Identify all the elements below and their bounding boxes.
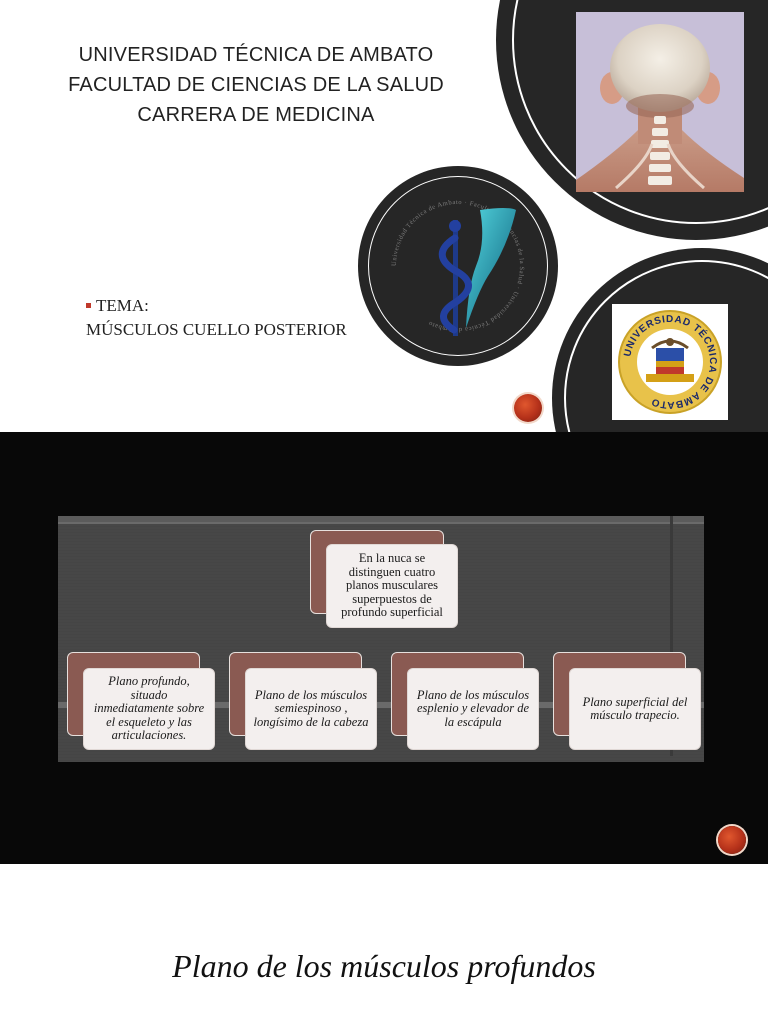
plane-node-4: Plano superficial del músculo trapecio. <box>569 668 701 750</box>
plane-node-text: Plano superficial del músculo trapecio. <box>582 694 688 722</box>
topic-block: TEMA: MÚSCULOS CUELLO POSTERIOR <box>86 294 347 342</box>
university-name: UNIVERSIDAD TÉCNICA DE AMBATO <box>78 44 434 66</box>
plane-node-text: Plano de los músculos esplenio y elevado… <box>416 687 530 729</box>
top-node-text: En la nuca se distinguen cuatro planos m… <box>341 551 443 620</box>
slide-title: Plano de los músculos profundos <box>172 948 596 984</box>
university-seal-circle: UNIVERSIDAD TÉCNICA DE AMBATO <box>552 248 768 432</box>
panel-divider <box>58 522 704 524</box>
slide-navigation-dot[interactable] <box>718 826 746 854</box>
posterior-neck-image <box>576 12 744 192</box>
plane-node-3: Plano de los músculos esplenio y elevado… <box>407 668 539 750</box>
title-slide: UNIVERSIDAD TÉCNICA DE AMBATO FACULTAD D… <box>0 0 768 432</box>
top-node: En la nuca se distinguen cuatro planos m… <box>326 544 458 628</box>
university-seal: UNIVERSIDAD TÉCNICA DE AMBATO <box>612 304 728 420</box>
plane-node-text: Plano profundo, situado inmediatamente s… <box>93 674 205 743</box>
faculty-name: FACULTAD DE CIENCIAS DE LA SALUD <box>68 74 444 96</box>
plane-node-1: Plano profundo, situado inmediatamente s… <box>83 668 215 750</box>
university-seal-icon: UNIVERSIDAD TÉCNICA DE AMBATO <box>618 310 722 414</box>
career-name: CARRERA DE MEDICINA <box>137 104 375 126</box>
faculty-logo-circle: Universidad Técnica de Ambato · Facultad… <box>358 166 558 366</box>
topic-label: TEMA: <box>96 296 149 315</box>
plane-node-2: Plano de los músculos semiespinoso , lon… <box>245 668 377 750</box>
panel-divider <box>58 702 704 708</box>
slide-navigation-dot[interactable] <box>514 394 542 422</box>
caduceus-logo-icon: Universidad Técnica de Ambato · Facultad… <box>391 199 524 336</box>
bullet-square-icon <box>86 302 91 308</box>
circle-ring <box>368 176 548 356</box>
neck-image-circle <box>496 0 768 240</box>
plane-node-text: Plano de los músculos semiespinoso , lon… <box>253 687 369 729</box>
topic-text: MÚSCULOS CUELLO POSTERIOR <box>86 320 347 339</box>
panel-divider <box>670 516 673 756</box>
hierarchy-slide: En la nuca se distinguen cuatro planos m… <box>0 432 768 864</box>
